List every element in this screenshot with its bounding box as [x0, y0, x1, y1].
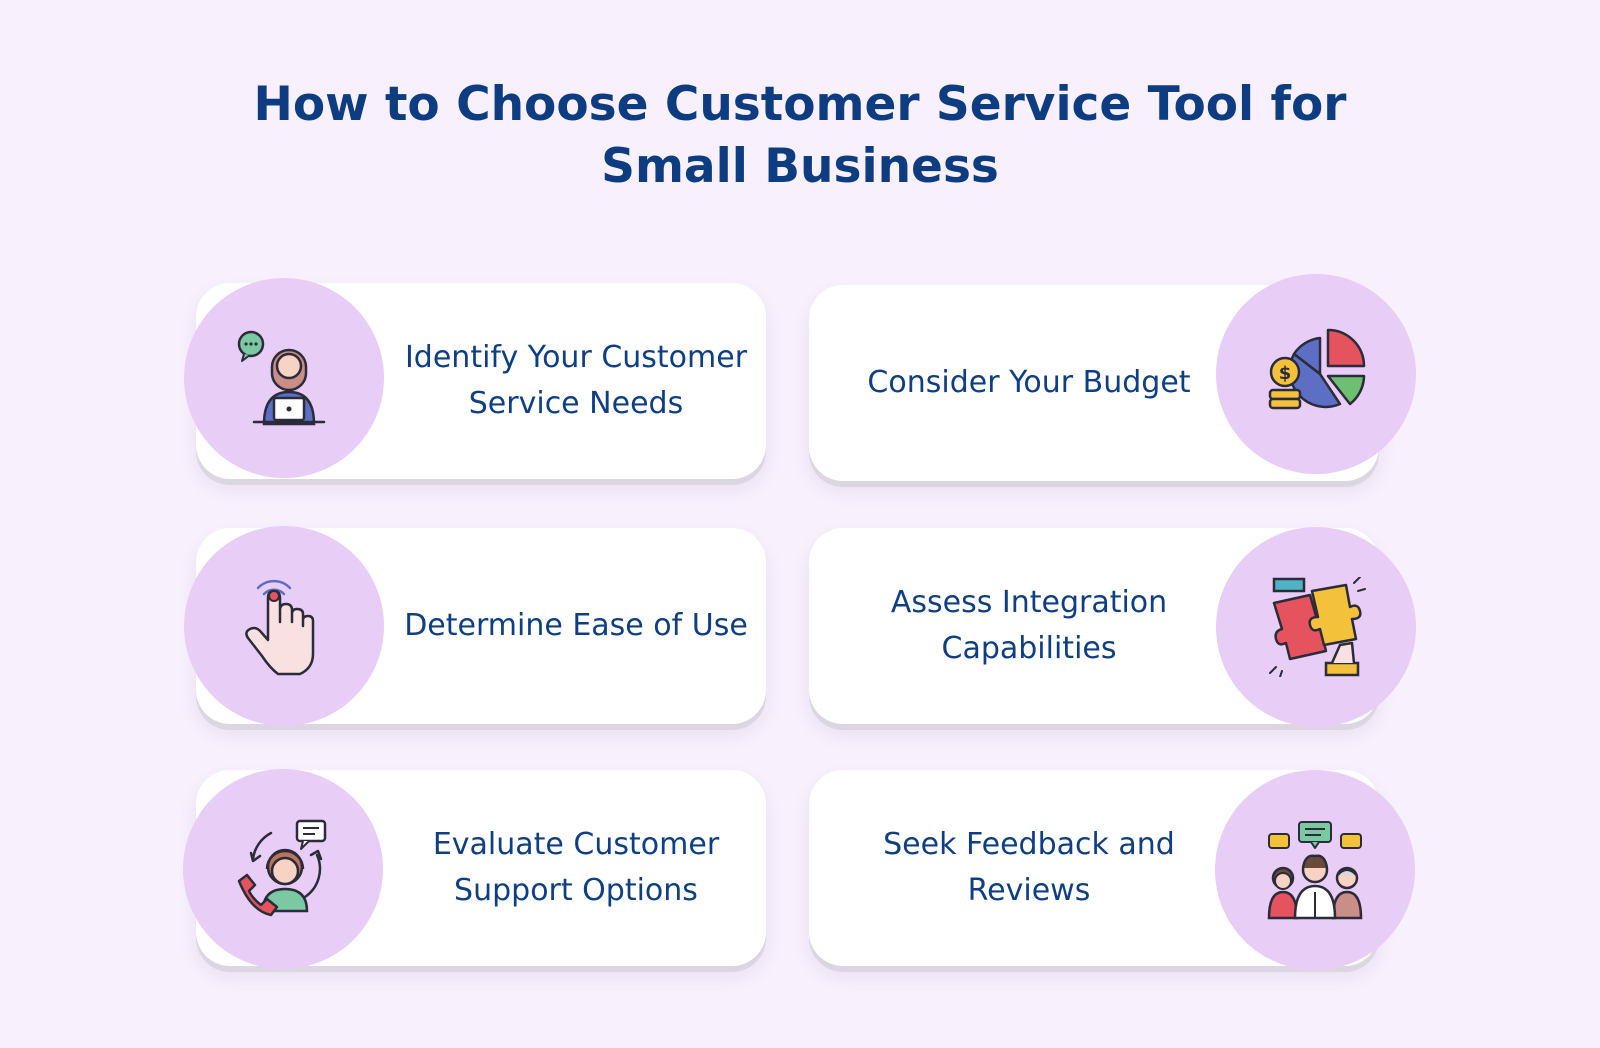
step-label: Identify Your Customer Service Needs — [404, 340, 748, 421]
step-icon-circle — [183, 769, 383, 969]
support-call-icon — [237, 819, 327, 917]
puzzle-integration-icon — [1269, 577, 1366, 677]
step-icon-circle: $ — [1216, 274, 1416, 474]
customer-support-agent-icon — [237, 330, 326, 426]
step-label: Assess Integration Capabilities — [890, 585, 1168, 666]
title-line-2: Small Business — [601, 139, 999, 194]
step-label: Determine Ease of Use — [404, 608, 748, 643]
page-title: How to Choose Customer Service Tool for … — [0, 74, 1600, 198]
step-label: Evaluate Customer Support Options — [432, 827, 720, 908]
svg-text:$: $ — [1279, 363, 1292, 384]
touch-hand-icon — [245, 579, 315, 676]
step-icon-circle — [1215, 770, 1415, 970]
feedback-group-icon — [1267, 821, 1363, 920]
step-icon-circle — [184, 278, 384, 478]
step-label: Consider Your Budget — [867, 365, 1191, 400]
step-icon-circle — [1216, 527, 1416, 727]
step-icon-circle — [184, 526, 384, 726]
budget-pie-chart-icon: $ — [1268, 328, 1366, 410]
title-line-1: How to Choose Customer Service Tool for — [253, 77, 1347, 132]
step-label: Seek Feedback and Reviews — [883, 827, 1175, 908]
